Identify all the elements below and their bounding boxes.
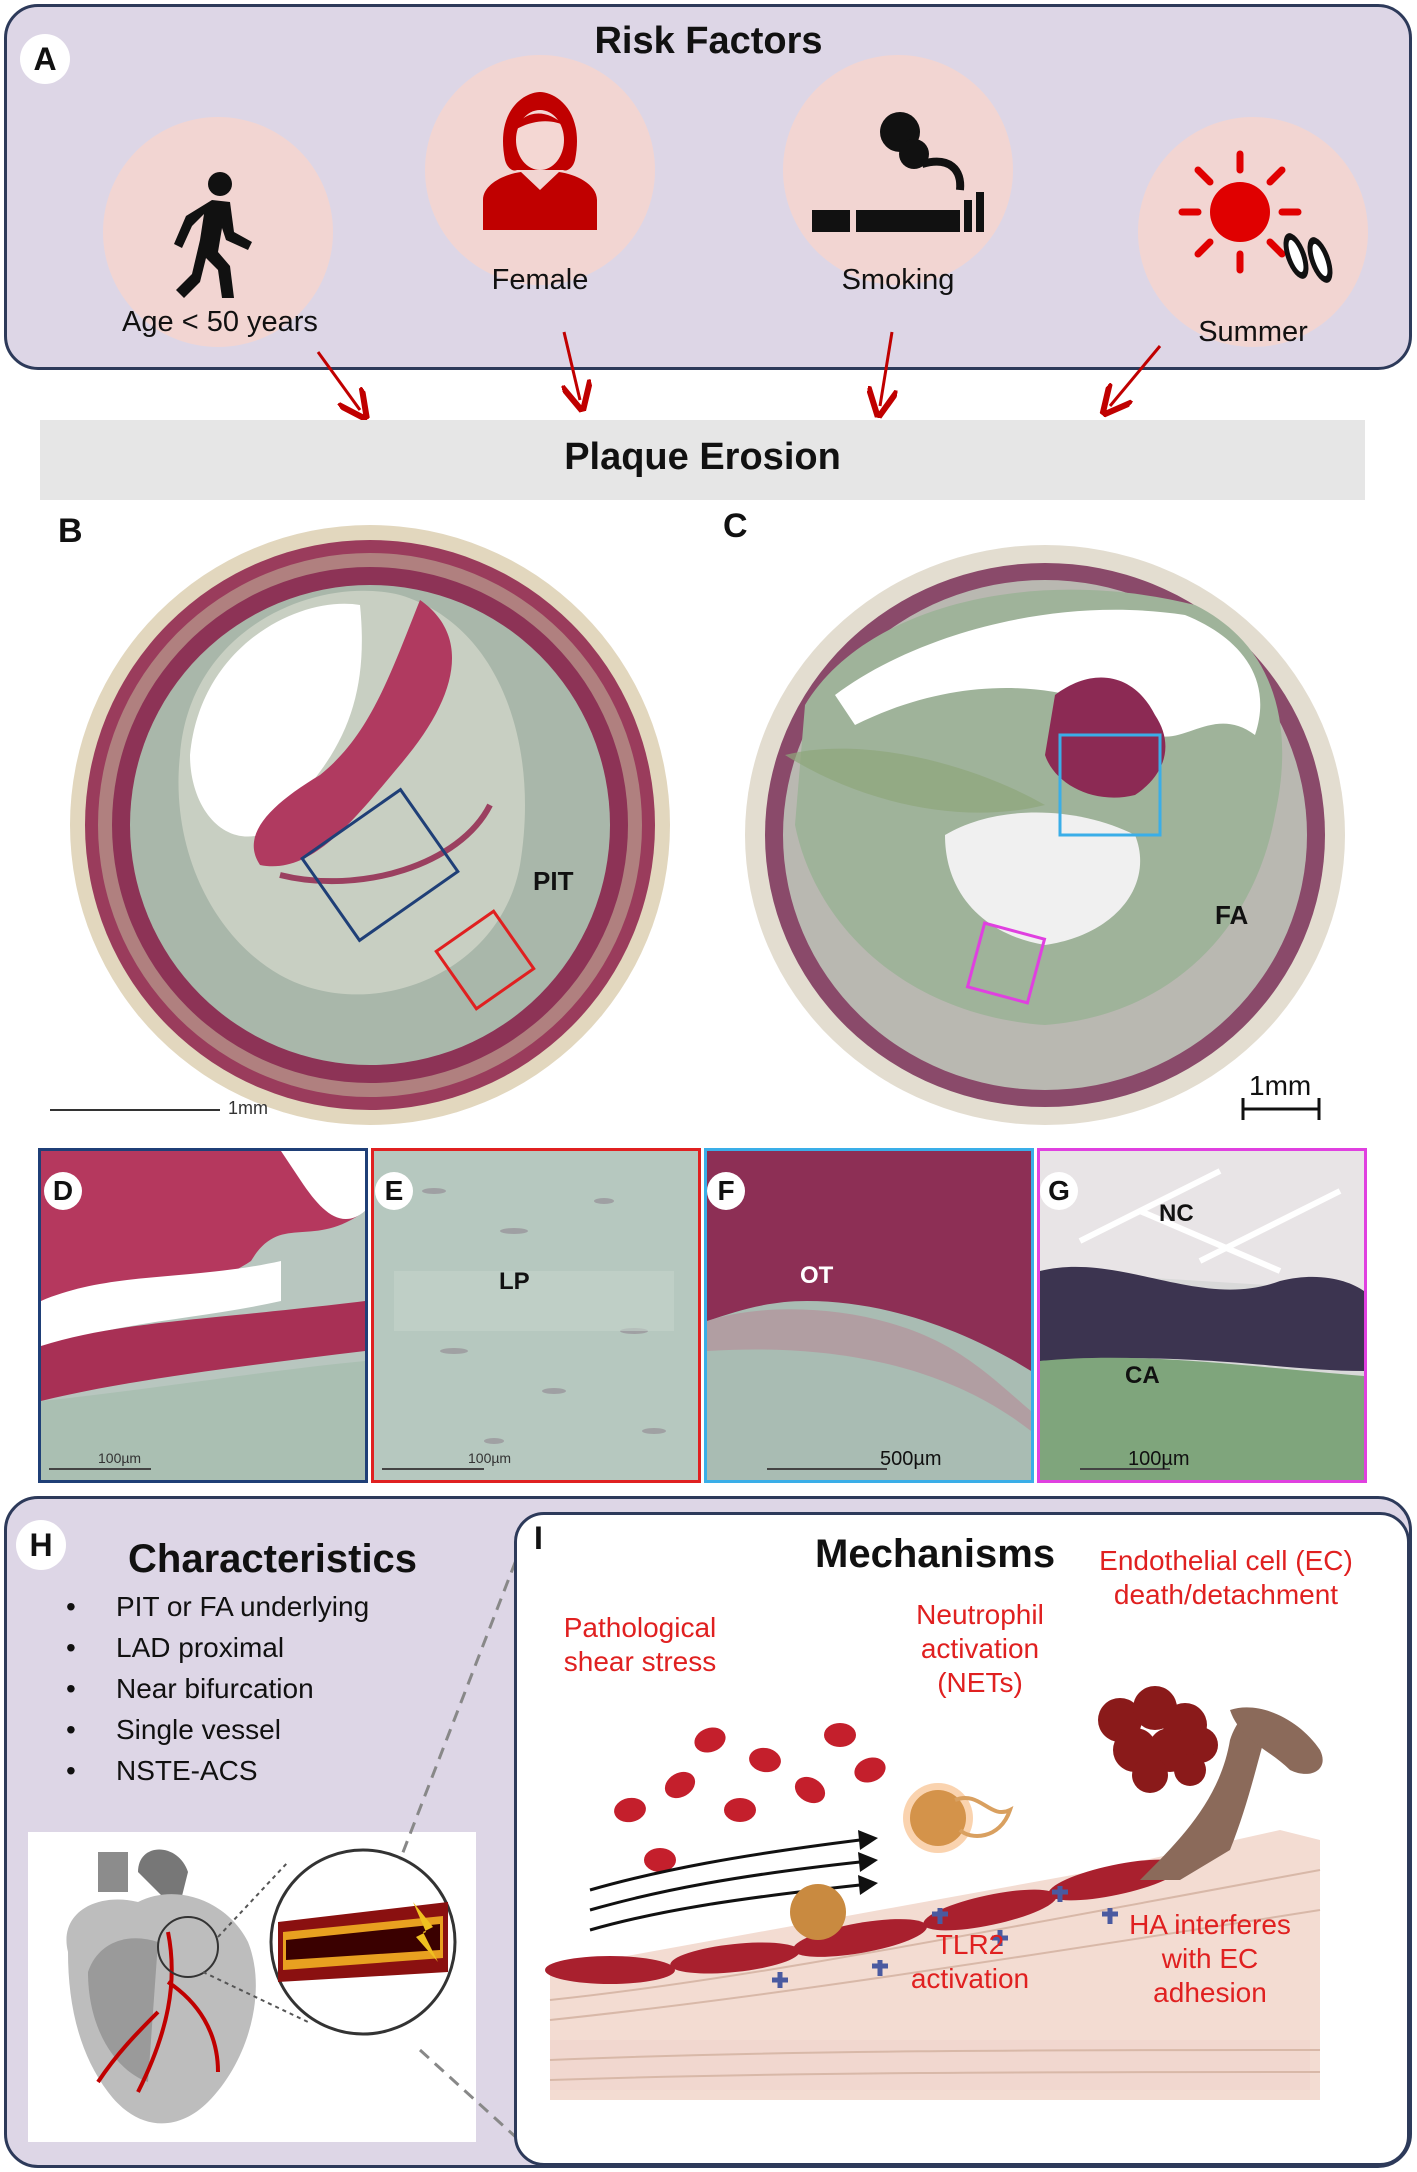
neutrophil-text: Neutrophil activation (NETs) xyxy=(880,1598,1080,1700)
factor-label-smoking: Smoking xyxy=(841,264,955,296)
tile-f-badge: F xyxy=(707,1172,745,1210)
tile-d-scale: 100µm xyxy=(98,1450,142,1466)
heart-illustration xyxy=(28,1832,476,2142)
tile-e-badge: E xyxy=(375,1172,413,1210)
tile-d xyxy=(38,1148,368,1483)
tile-e-scale: 100µm xyxy=(468,1450,512,1466)
histology-image-b xyxy=(40,505,690,1125)
scale-label-c: 1mm xyxy=(1249,1070,1312,1101)
shear-line-1: Pathological xyxy=(563,1612,717,1643)
walking-person-icon xyxy=(174,172,252,298)
tile-f xyxy=(704,1148,1034,1483)
characteristic-item: LAD proximal xyxy=(60,1627,369,1668)
shear-line-2: shear stress xyxy=(563,1646,717,1677)
neutrophil-line-3: (NETs) xyxy=(937,1667,1023,1698)
mechanisms-title: Mechanisms xyxy=(815,1532,1056,1576)
characteristic-item: PIT or FA underlying xyxy=(60,1586,369,1627)
characteristics-title: Characteristics xyxy=(128,1537,418,1581)
tile-g-label-ca: CA xyxy=(1125,1362,1160,1389)
factor-label-female: Female xyxy=(491,264,589,296)
tile-e-label-lp: LP xyxy=(499,1268,530,1295)
tile-f-scale: 500µm xyxy=(880,1448,942,1470)
zoom-connector-lines xyxy=(398,1523,532,2152)
tile-e xyxy=(371,1148,701,1483)
tlr2-line-2: activation xyxy=(910,1963,1030,1994)
ec-line-1: Endothelial cell (EC) xyxy=(1099,1545,1353,1576)
panel-b-label: B xyxy=(58,512,83,550)
plaque-erosion-title: Plaque Erosion xyxy=(564,436,841,478)
factor-label-age: Age < 50 years xyxy=(122,306,318,338)
tile-d-badge: D xyxy=(44,1172,82,1210)
fa-label: FA xyxy=(1215,900,1249,930)
characteristic-item: Single vessel xyxy=(60,1709,369,1750)
scale-label-b: 1mm xyxy=(228,1098,268,1118)
tile-g-badge: G xyxy=(1040,1172,1078,1210)
cigarette-icon xyxy=(812,112,984,232)
ha-line-1: HA interferes xyxy=(1129,1909,1291,1940)
risk-factors-title: Risk Factors xyxy=(594,20,823,62)
ha-interferes-text: HA interferes with EC adhesion xyxy=(1100,1908,1320,2010)
mechanisms-illustration xyxy=(545,1686,1323,2100)
factor-label-summer: Summer xyxy=(1198,316,1308,348)
panel-a-badge: A xyxy=(20,34,70,84)
panel-c-label: C xyxy=(723,507,748,545)
tile-g-label-nc: NC xyxy=(1159,1200,1194,1227)
plaque-erosion-bar xyxy=(40,420,1365,500)
characteristic-item: Near bifurcation xyxy=(60,1668,369,1709)
shear-stress-text: Pathological shear stress xyxy=(540,1611,740,1679)
neutrophil-line-1: Neutrophil xyxy=(916,1599,1044,1630)
histology-image-c xyxy=(715,505,1365,1125)
pit-label: PIT xyxy=(533,866,574,896)
panel-h-badge: H xyxy=(16,1520,66,1570)
tlr2-text: TLR2 activation xyxy=(885,1928,1055,1996)
tile-g xyxy=(1037,1148,1367,1483)
risk-arrows xyxy=(316,331,1162,420)
characteristic-item: NSTE-ACS xyxy=(60,1750,369,1791)
female-person-icon xyxy=(483,92,597,230)
tile-f-label-ot: OT xyxy=(800,1262,834,1289)
sun-flipflops-icon xyxy=(1178,150,1333,283)
scale-bar-c xyxy=(1241,1098,1321,1120)
tlr2-line-1: TLR2 xyxy=(935,1929,1005,1960)
neutrophil-line-2: activation xyxy=(920,1633,1040,1664)
ha-line-2: with EC xyxy=(1161,1943,1259,1974)
tile-g-scale: 100µm xyxy=(1128,1448,1190,1470)
ec-line-2: death/detachment xyxy=(1113,1579,1339,1610)
panel-i-badge: I xyxy=(534,1520,543,1556)
ec-death-text: Endothelial cell (EC) death/detachment xyxy=(1066,1544,1386,1612)
smoking-circle xyxy=(783,55,1013,285)
ha-line-3: adhesion xyxy=(1153,1977,1267,2008)
characteristics-list: PIT or FA underlying LAD proximal Near b… xyxy=(60,1586,369,1791)
